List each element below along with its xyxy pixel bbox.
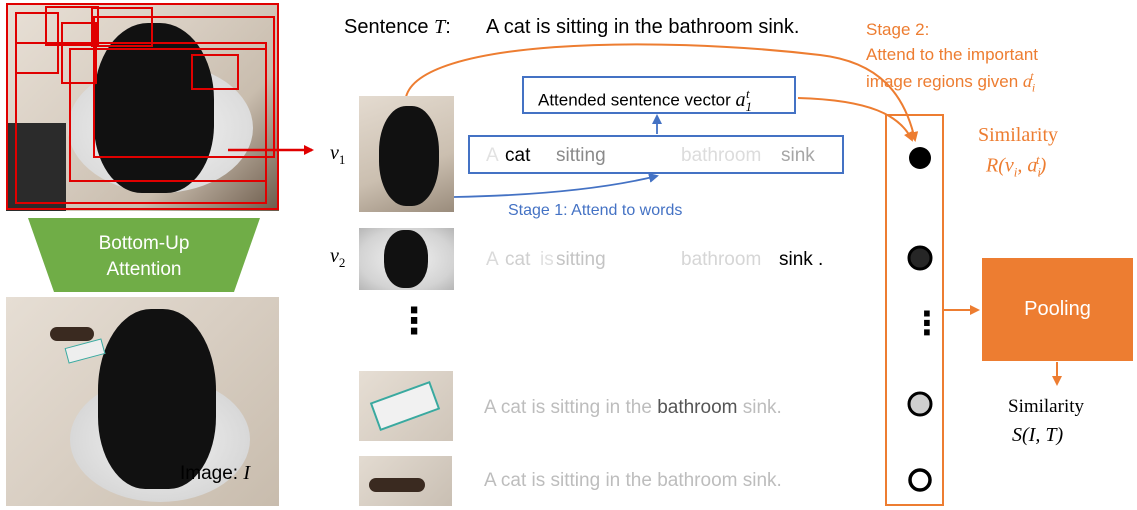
vertical-ellipsis-left: ⋮: [396, 300, 432, 341]
similarity-column: [885, 114, 944, 506]
v1-sub: 1: [338, 152, 346, 167]
region-image-1: [359, 96, 454, 212]
toothpaste-tube: [369, 380, 441, 432]
attended-var-sub: 1: [745, 98, 753, 114]
r-end: ): [1039, 154, 1047, 177]
stage1-arrow: [453, 173, 659, 198]
similarity-r-title: Similarity: [978, 124, 1058, 146]
attended-vector-var: a1t: [735, 86, 753, 114]
sentence-box-row1: [468, 135, 844, 174]
sentence-header: Sentence T:: [344, 16, 451, 39]
stage2-var-letter: a: [1022, 71, 1032, 91]
similarity-s-formula: S(I, T): [1012, 424, 1064, 446]
circle-1: [909, 147, 931, 169]
row2-word-cat: cat: [505, 249, 531, 270]
v2-label: v2: [330, 245, 345, 271]
cat-silhouette: [379, 106, 439, 206]
bottom-up-attention-shape: [28, 218, 260, 292]
stage2-line1: Stage 2:: [866, 20, 930, 39]
stage2-var: ait: [1022, 69, 1035, 95]
similarity-s-title: Similarity: [1008, 396, 1084, 417]
pooling-box: [982, 258, 1133, 361]
image-var: I: [243, 462, 251, 484]
stage2-line3-text: image regions given: [866, 72, 1019, 91]
bottom-image: [6, 297, 279, 506]
row1-word-cat: cat: [505, 145, 531, 166]
stage2-line2: Attend to the important: [866, 45, 1038, 64]
r-sub2: i: [1037, 164, 1042, 180]
circle-4: [908, 468, 932, 492]
region-image-2: [359, 228, 454, 290]
attended-vector-label: Attended sentence vector a1t: [538, 86, 753, 115]
cat-silhouette: [384, 230, 428, 288]
sunglasses: [369, 478, 425, 492]
region-image-4: [359, 456, 452, 506]
row2-word-is: is: [540, 249, 554, 270]
stage2-var-sup: t: [1030, 69, 1034, 83]
attended-vector-text: Attended sentence vector: [538, 90, 731, 110]
row2-word-bathroom: bathroom: [681, 249, 762, 270]
row1-word-sitting: sitting: [556, 145, 606, 166]
row1-word-bathroom: bathroom: [681, 145, 762, 166]
sentence-var: T: [434, 16, 446, 38]
circle-3: [907, 391, 933, 417]
image-label: Image: I: [180, 462, 250, 485]
v1-label: v1: [330, 142, 345, 168]
r-part2: , a: [1017, 154, 1038, 177]
attended-var-sup: t: [746, 86, 750, 101]
similarity-circles: [907, 147, 933, 492]
row4-sentence: A cat is sitting in the bathroom sink.: [484, 470, 782, 491]
bottom-up-label-1: Bottom-Up: [98, 233, 190, 254]
v2-sub: 2: [338, 255, 346, 270]
sentence-label: Sentence: [344, 16, 429, 38]
vertical-ellipsis-right: ⋮: [911, 305, 943, 341]
similarity-r-formula: R(vi, ait): [986, 152, 1046, 181]
top-image-regions: [6, 3, 279, 211]
row2-word-sitting: sitting: [556, 249, 606, 270]
stage1-label: Stage 1: Attend to words: [508, 202, 683, 219]
stage2-var-sub: i: [1031, 80, 1036, 95]
v2-letter: v: [330, 245, 339, 267]
pooling-label: Pooling: [1024, 298, 1091, 320]
sentence-colon: :: [445, 16, 451, 38]
row3-post: sink.: [742, 397, 782, 418]
cat-silhouette: [94, 23, 214, 193]
attended-var-letter: a: [735, 88, 746, 111]
r-sup2: t: [1036, 152, 1040, 167]
region-image-3: [359, 371, 453, 441]
circle-2: [907, 245, 933, 271]
sentence-text: A cat is sitting in the bathroom sink.: [486, 16, 800, 38]
row1-word-a: A: [486, 145, 499, 166]
row3-pre: A cat is sitting in the: [484, 397, 652, 418]
r-sub1: i: [1013, 164, 1018, 180]
r-part1: R(v: [986, 154, 1014, 177]
attended-vector-box: [522, 76, 796, 114]
stage2-curve-vector: [797, 97, 914, 142]
bottom-up-label-2: Attention: [106, 259, 182, 280]
row3-mid: bathroom: [657, 397, 738, 418]
row2-word-a: A: [486, 249, 499, 270]
row1-word-sink: sink: [781, 145, 815, 166]
image-label-text: Image:: [180, 463, 239, 484]
stage2-line3: image regions given ait: [866, 69, 1035, 96]
row3-sentence: A cat is sitting in the bathroom sink.: [484, 397, 782, 419]
v1-letter: v: [330, 142, 339, 164]
row2-word-period: .: [818, 249, 824, 270]
row2-word-sink: sink: [779, 249, 813, 270]
region-boxes: [6, 3, 279, 210]
sunglasses: [50, 327, 94, 341]
cat-silhouette: [98, 309, 216, 489]
stage2-curve-image: [405, 43, 919, 142]
